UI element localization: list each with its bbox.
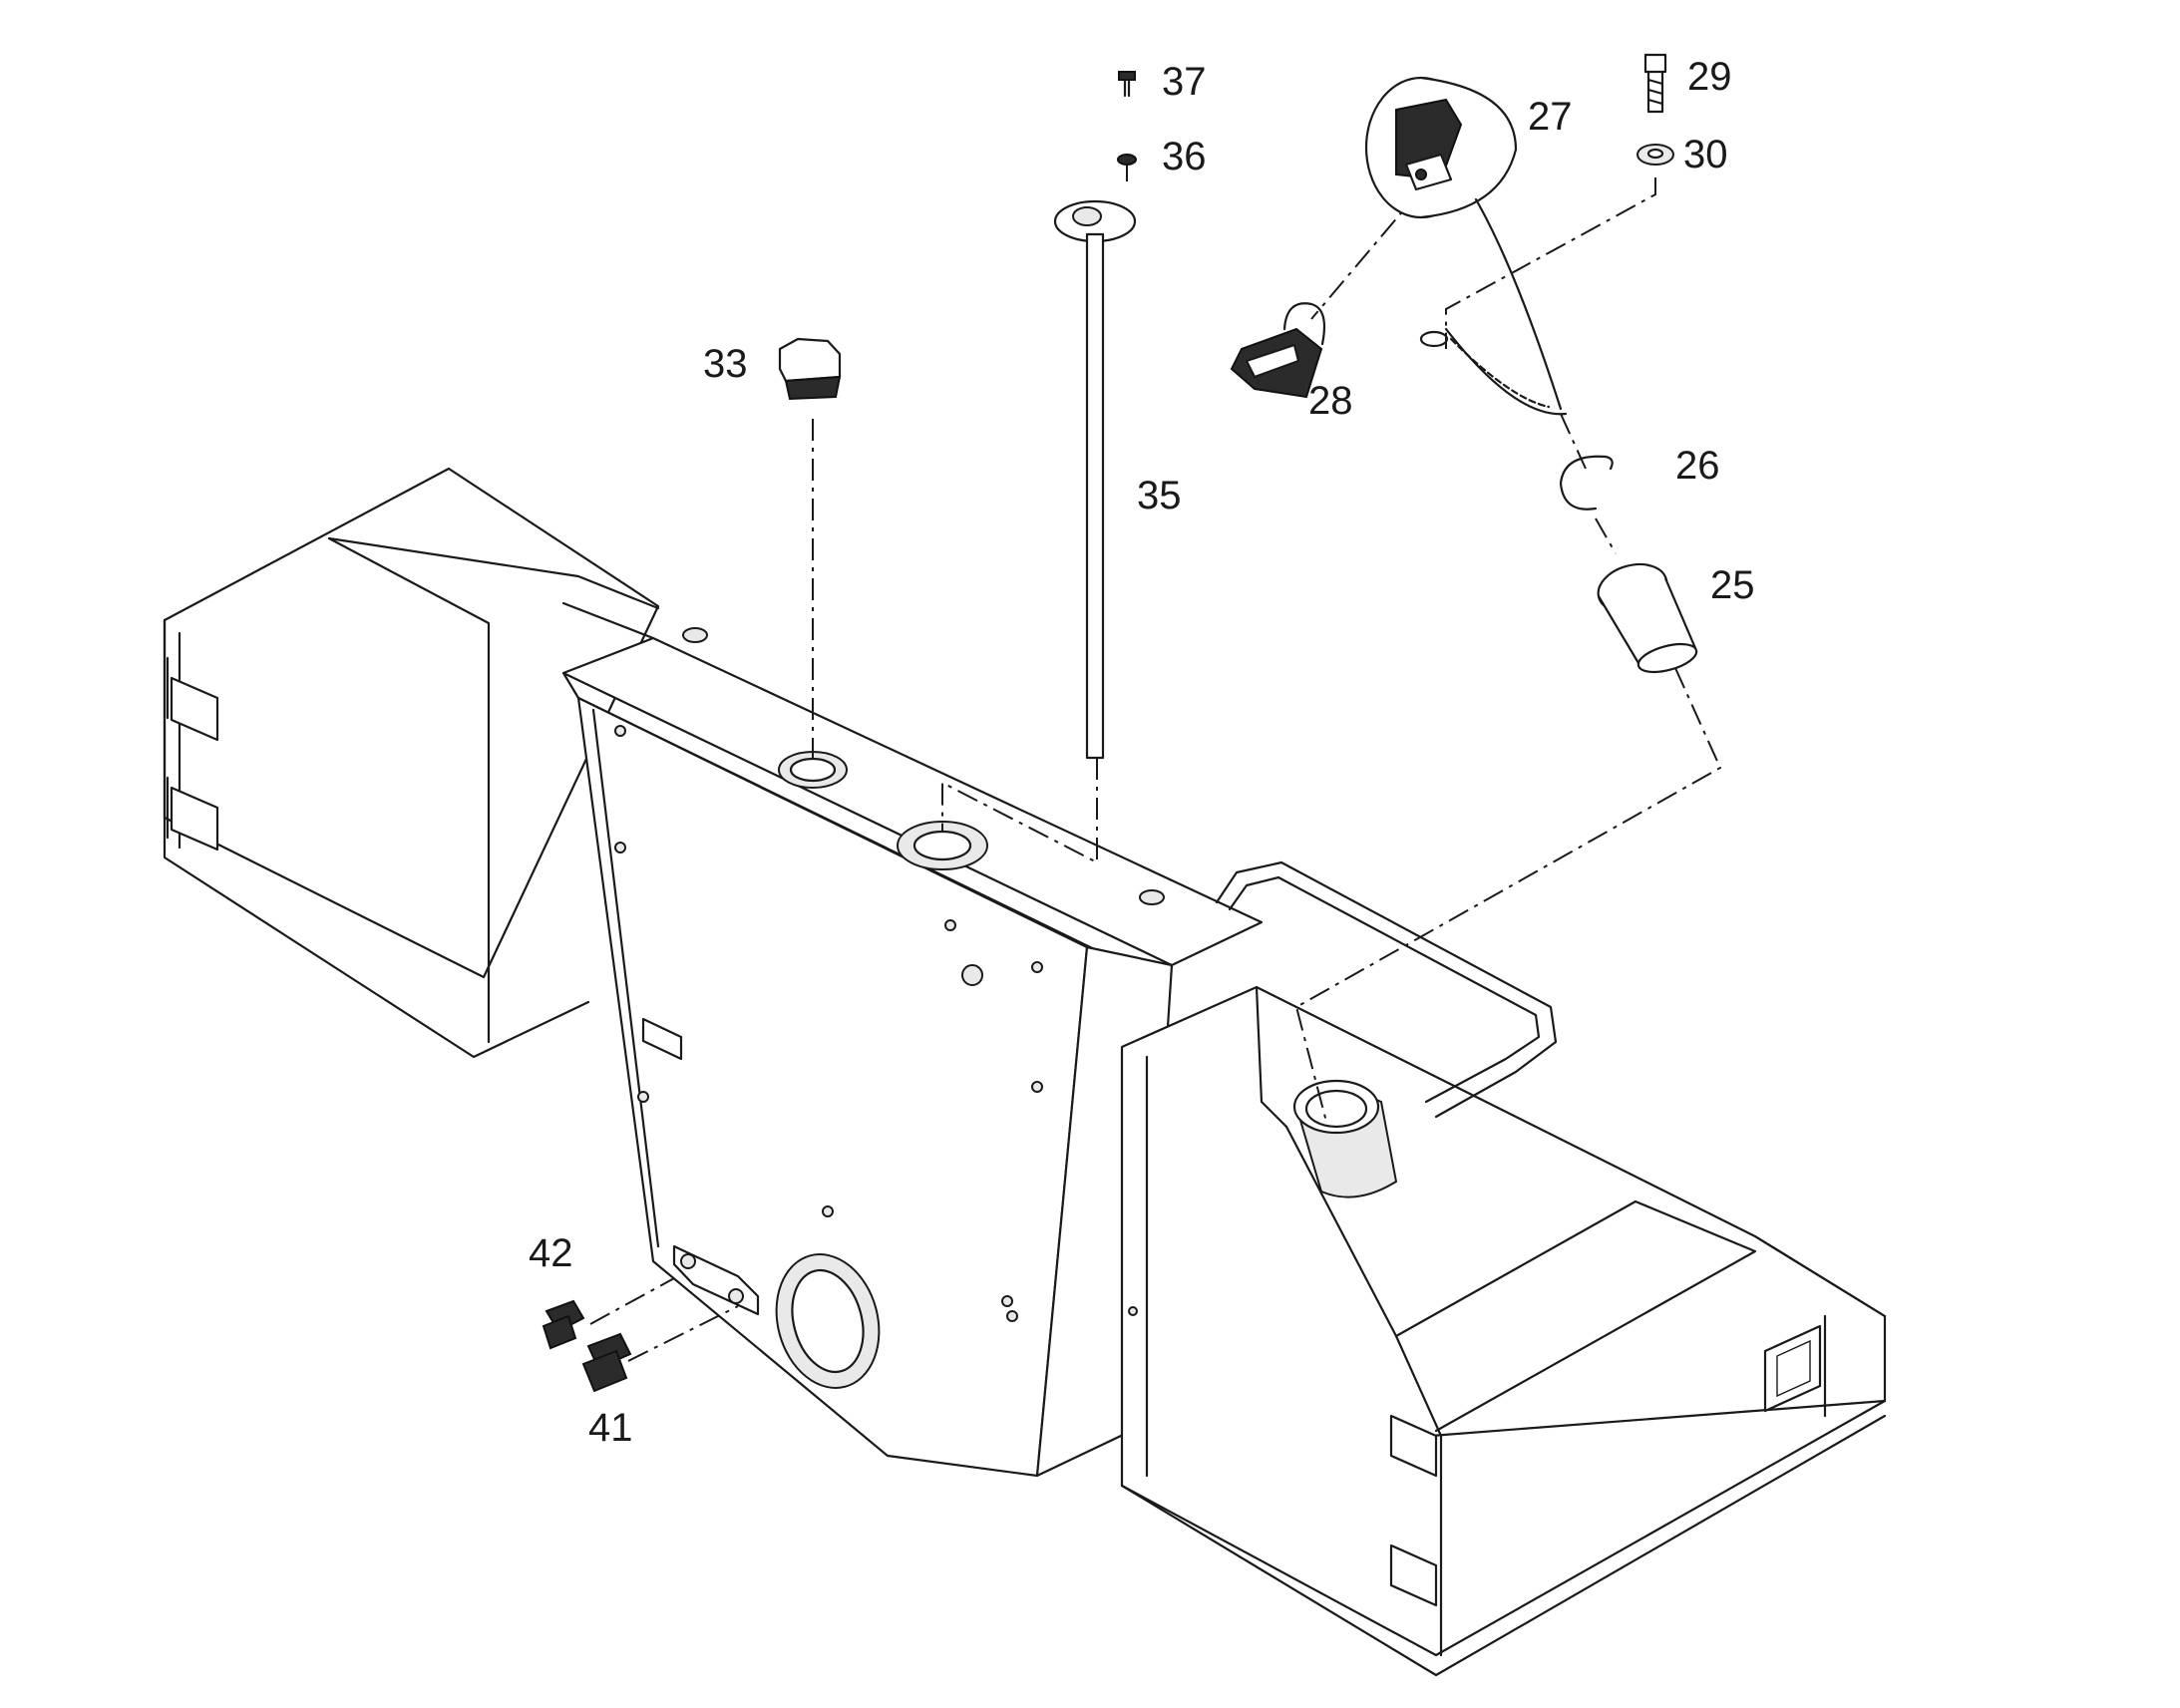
part-25-strainer (1597, 562, 1698, 674)
callout-27: 27 (1528, 95, 1573, 139)
part-42-fitting (542, 1299, 585, 1350)
callout-29: 29 (1687, 55, 1732, 99)
part-36-washer (1117, 154, 1137, 166)
callout-25: 25 (1710, 563, 1755, 607)
part-26-retaining-ring (1559, 455, 1614, 511)
callout-26: 26 (1675, 444, 1720, 488)
callout-36: 36 (1162, 135, 1207, 178)
tether-chain (1419, 197, 1568, 416)
part-30-washer (1636, 144, 1674, 166)
callout-37: 37 (1162, 60, 1207, 104)
fuel-tank (163, 467, 1887, 1677)
callout-42: 42 (529, 1231, 573, 1275)
callout-28: 28 (1308, 379, 1353, 423)
callout-35: 35 (1137, 474, 1182, 517)
part-29-bolt (1643, 53, 1667, 114)
part-27-filler-cap-gauge (1364, 76, 1518, 219)
part-41-drain-plug (581, 1332, 632, 1393)
callout-41: 41 (588, 1406, 633, 1450)
part-37-screw (1118, 71, 1136, 98)
part-28-padlock (1230, 302, 1326, 399)
leader-lines (589, 160, 1722, 1362)
callout-labels: 25 26 27 28 29 30 33 35 36 37 41 42 (529, 55, 1755, 1450)
callout-33: 33 (703, 342, 748, 386)
callout-30: 30 (1683, 133, 1728, 176)
part-33-plug (778, 337, 842, 401)
part-35-fuel-sender (1053, 199, 1137, 760)
